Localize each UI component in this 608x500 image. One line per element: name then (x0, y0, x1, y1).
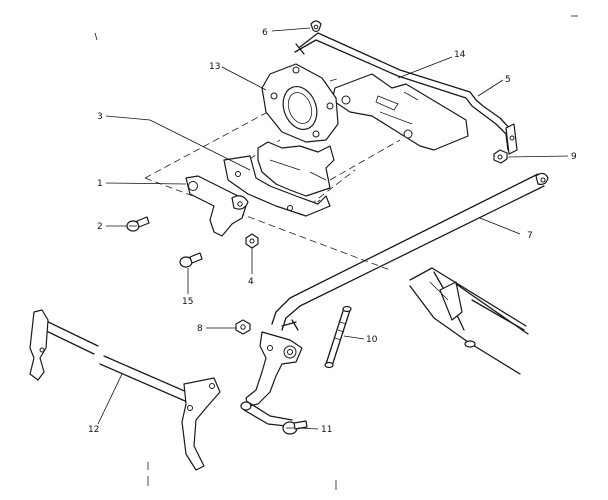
callout-11: 11 (321, 425, 332, 435)
part-8-nut (235, 319, 251, 335)
callout-12: 12 (88, 425, 99, 435)
machine-frame-fragment (409, 267, 529, 375)
callout-labels: 6 14 5 13 3 1 9 2 7 4 15 8 10 11 12 (88, 28, 577, 435)
callout-4: 4 (248, 277, 254, 287)
part-9-nut (493, 149, 508, 164)
callout-13: 13 (209, 62, 220, 72)
crank-arm (240, 331, 303, 427)
callout-15: 15 (182, 297, 193, 307)
callout-10: 10 (366, 335, 378, 345)
scan-marks (94, 15, 578, 490)
callout-leaders (97, 27, 569, 430)
callout-14: 14 (454, 50, 466, 60)
part-4-nut (245, 233, 259, 249)
part-12-lower-rod (29, 309, 221, 471)
callout-9: 9 (571, 152, 577, 162)
part-5-upper-rod (294, 32, 518, 155)
callout-6: 6 (262, 28, 268, 38)
part-15-shoulder-screw (179, 252, 203, 268)
callout-7: 7 (527, 231, 533, 241)
callout-5: 5 (505, 75, 511, 85)
part-3-bracket (223, 141, 335, 217)
part-6-clip (310, 20, 322, 33)
part-2-screw (126, 216, 150, 232)
part-11-screw (282, 420, 308, 435)
callout-3: 3 (97, 112, 103, 122)
part-14-bracket-plate (331, 73, 469, 151)
part-13-cam-housing (261, 63, 339, 143)
callout-8: 8 (197, 324, 203, 334)
part-10-pin (324, 305, 352, 369)
callout-2: 2 (97, 222, 103, 232)
part-7-link-rod (271, 172, 549, 331)
callout-1: 1 (97, 179, 103, 189)
part-1-latch-lever (185, 175, 249, 237)
